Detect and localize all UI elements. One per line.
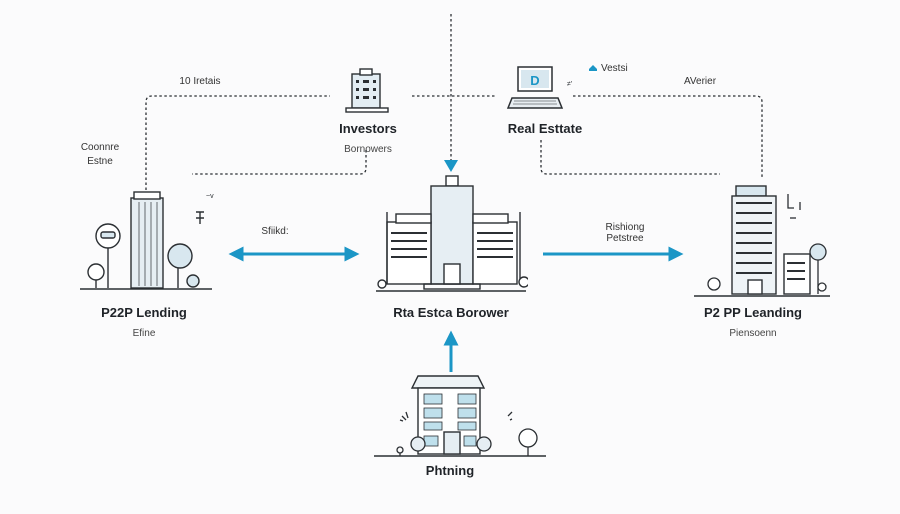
node-bottom-title: Phtning [425, 463, 475, 478]
annotation-top-right: AVerier [683, 76, 717, 87]
skyscraper-icon: ~v [80, 191, 214, 290]
svg-text:~v: ~v [206, 193, 214, 200]
campus-building-icon [376, 175, 528, 292]
node-left-lending-subtitle: Efine [132, 328, 156, 339]
house-badge-icon [589, 64, 597, 73]
svg-text:D: D [530, 73, 539, 88]
annotation-left-side-1: Coonnre [80, 142, 120, 153]
dashed-connector-right-top [573, 95, 763, 178]
tower-building-icon [694, 185, 830, 297]
node-real-estate-title: Real Esttate [507, 121, 583, 136]
dashed-connector-left-top [145, 95, 330, 190]
node-investors-subtitle: Bornowers [344, 144, 392, 155]
svg-text:≠': ≠' [567, 81, 572, 88]
laptop-icon: D ≠' [506, 66, 572, 109]
window-grid [391, 232, 513, 258]
annotation-left-side-2: Estne [87, 156, 113, 167]
node-right-lending-title: P2 PP Leanding [703, 305, 802, 320]
dashed-connector-realestate-bottom [540, 140, 720, 175]
annotation-top-right-badge: Vestsi [588, 62, 628, 75]
node-investors-title: Investors [339, 121, 397, 136]
node-center-borrower-title: Rta Estca Borower [393, 305, 509, 320]
node-left-lending-title: P22P Lending [101, 305, 187, 320]
arrow-head-top-dashed [444, 160, 458, 172]
node-right-lending-subtitle: Piensoenn [729, 328, 777, 339]
annotation-top-left: 10 Iretais [179, 76, 221, 87]
office-building-icon [345, 68, 389, 113]
edge-label-left: Sfiikd: [261, 226, 289, 237]
annotation-top-right-badge-label: Vestsi [601, 63, 628, 74]
dashed-connector-investors-bottom [192, 150, 367, 175]
apartment-building-icon [374, 375, 546, 457]
edge-label-right-2: Petstree [606, 233, 644, 244]
edge-label-right-1: Rishiong [605, 222, 645, 233]
